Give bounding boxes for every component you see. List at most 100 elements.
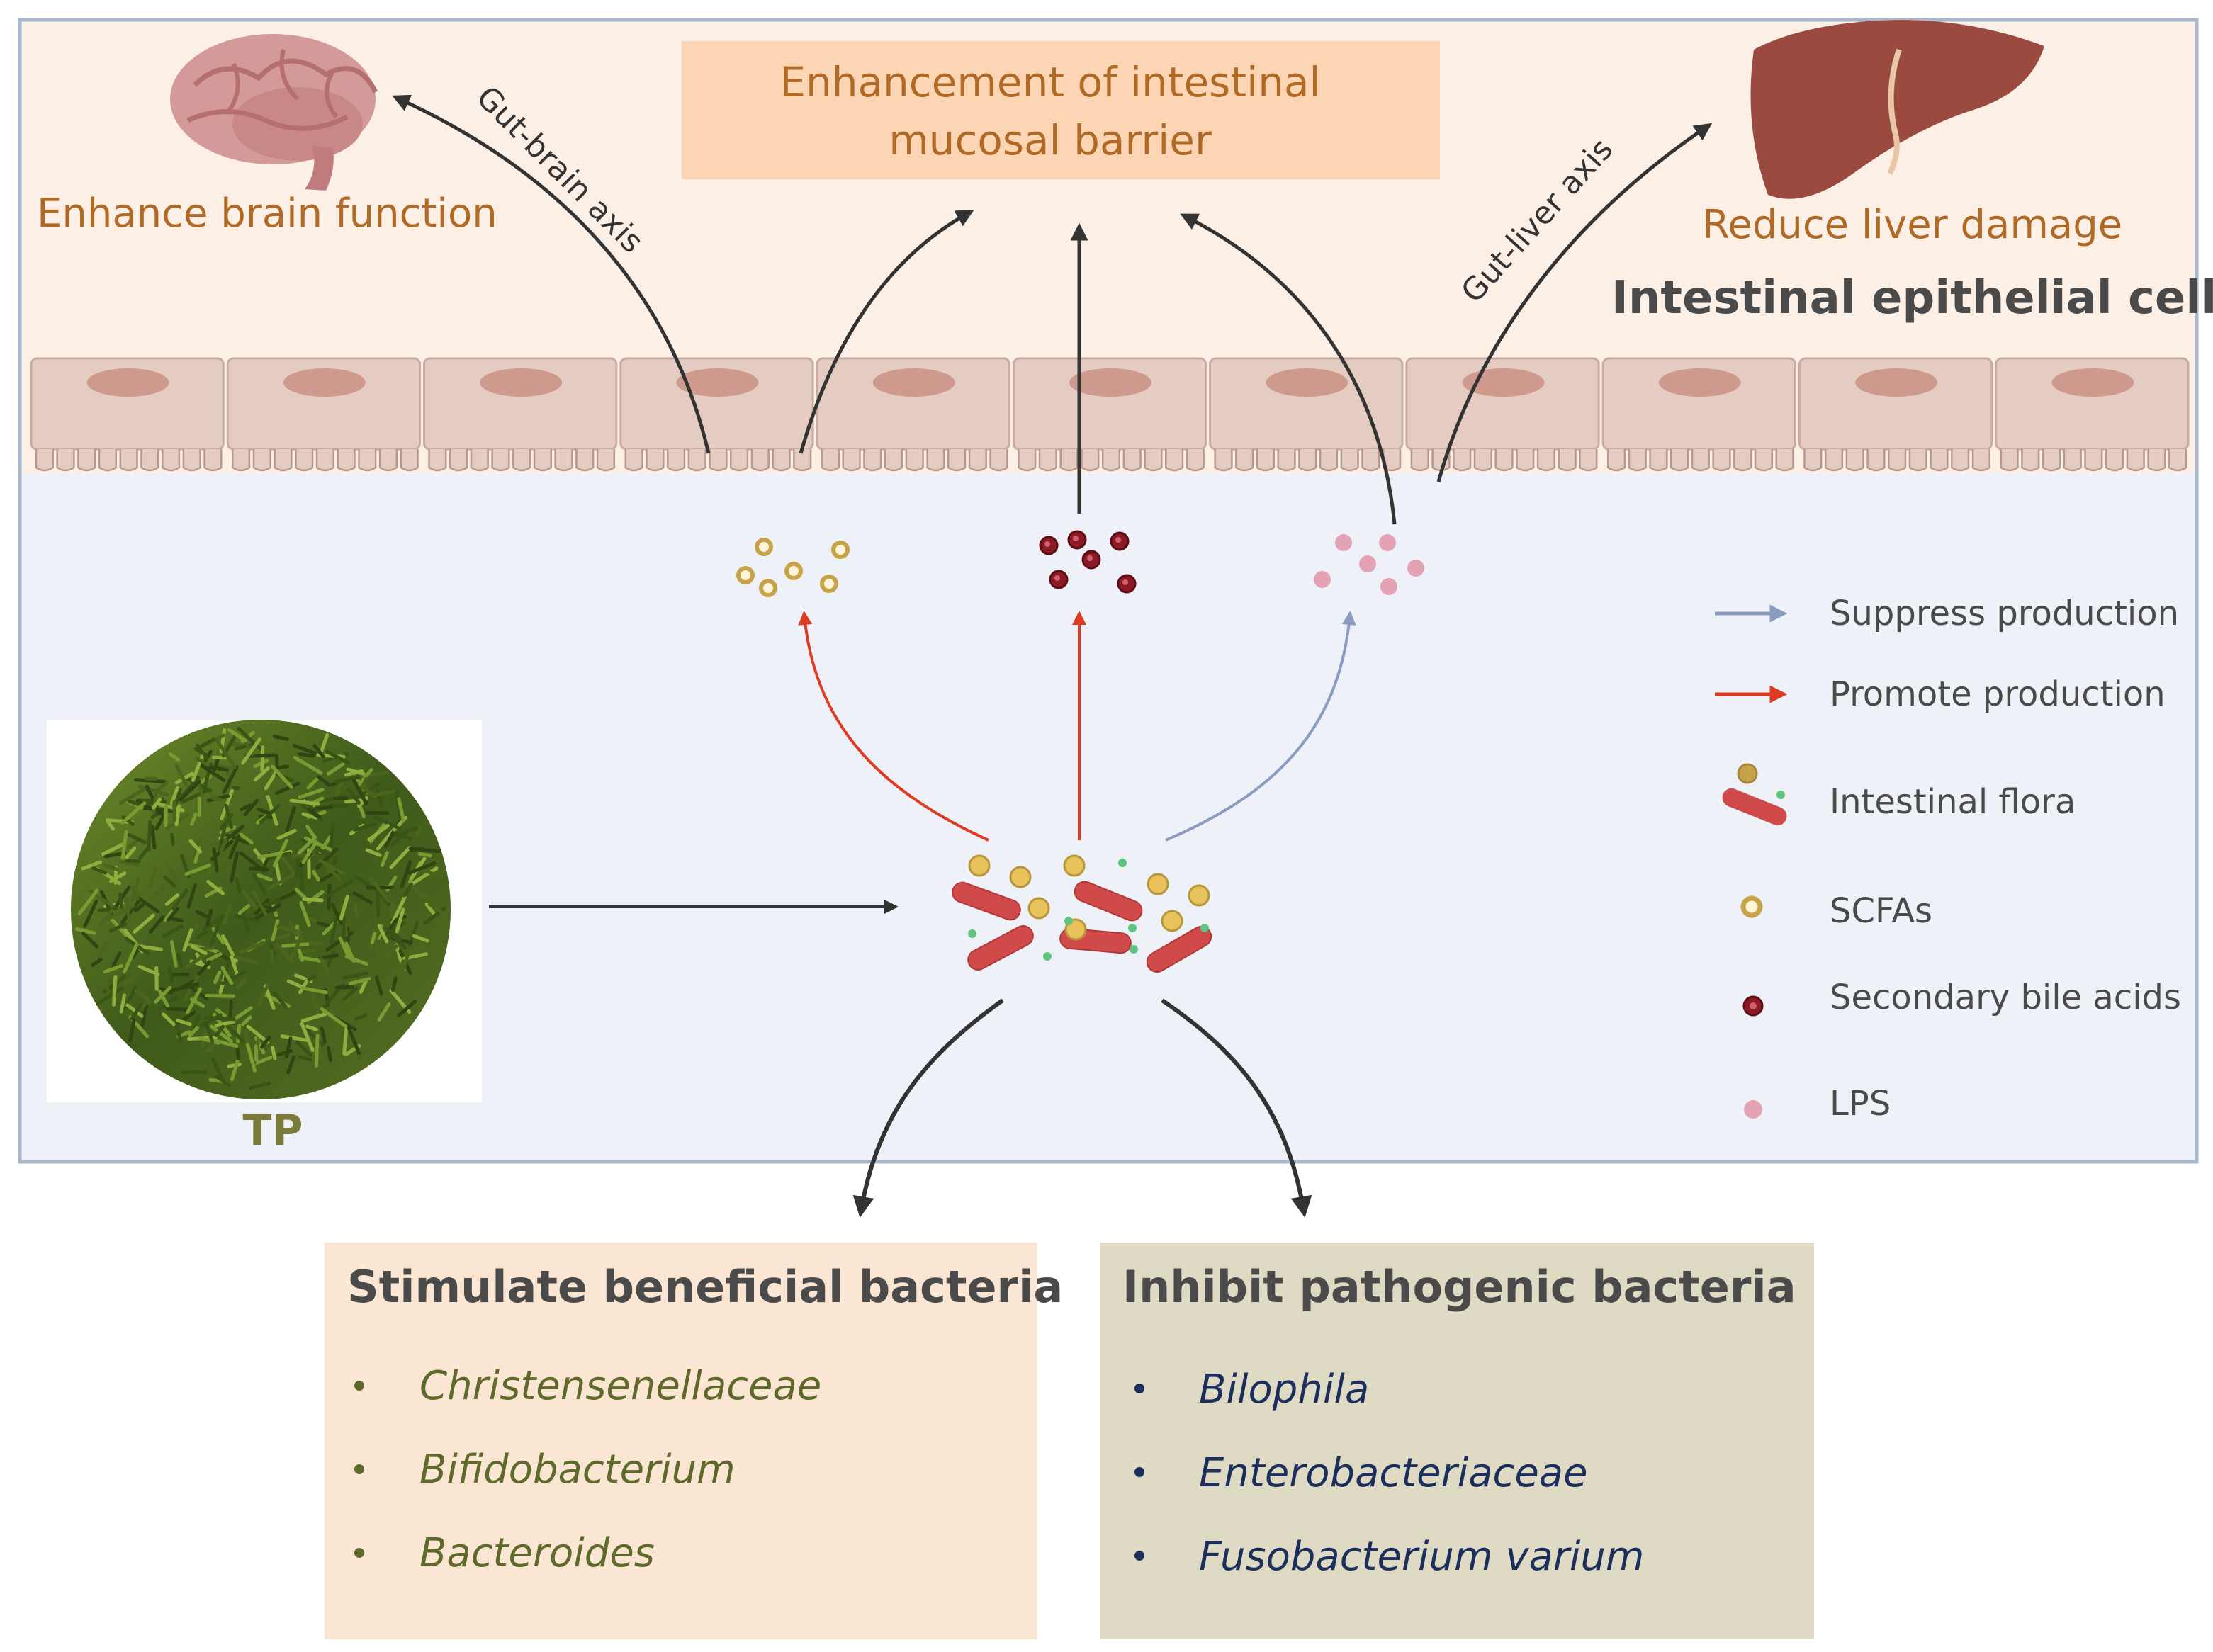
bacterium-rod [1074, 881, 1143, 922]
tea-strand [176, 952, 184, 968]
epithelial-cell [1995, 357, 2190, 472]
tea-strand [328, 821, 335, 854]
tea-strand [133, 778, 166, 783]
tea-strand [271, 1046, 277, 1060]
tea-strand [375, 786, 384, 807]
cell-nucleus [872, 368, 955, 397]
tea-strand [289, 798, 320, 806]
tea-strand [222, 765, 239, 794]
tea-strand [276, 764, 290, 770]
tea-strand [294, 888, 308, 900]
tea-strand [134, 988, 152, 1004]
tea-strand [118, 893, 124, 909]
tea-strand [171, 973, 189, 977]
tea-strand [190, 813, 198, 826]
tea-strand [369, 877, 390, 903]
tea-strand [280, 855, 297, 877]
tea-strand [228, 835, 241, 859]
tea-strand [148, 866, 157, 888]
epithelial-cell-layer [30, 357, 2190, 472]
tea-strand [299, 900, 311, 927]
lps-particle [1379, 534, 1396, 551]
tea-strand [320, 1026, 327, 1043]
tea-strand [209, 1024, 233, 1043]
tea-strand [169, 868, 182, 887]
tea-strand [257, 851, 283, 859]
epithelial-cell [423, 357, 618, 472]
bacterium-rod [952, 881, 1021, 921]
tea-strand [186, 987, 202, 1014]
cell-nucleus [1855, 368, 1938, 397]
liver-damage-label: Reduce liver damage [1702, 202, 2122, 248]
tea-strand [214, 1019, 235, 1028]
tea-strand [293, 756, 323, 775]
tea-strand [257, 873, 273, 882]
tea-strand [344, 954, 369, 966]
tea-strand [302, 897, 324, 903]
tea-strand [169, 786, 179, 805]
tea-strand [405, 883, 434, 903]
tea-strand [295, 1040, 312, 1057]
tea-strand [381, 944, 398, 962]
tea-strand [215, 1075, 231, 1087]
tea-strand [205, 1041, 218, 1053]
tea-strand [329, 917, 338, 944]
beneficial-arrow [852, 998, 1004, 1218]
cell-nucleus [86, 368, 169, 397]
tea-strand [101, 842, 126, 856]
scfa-particle [755, 538, 773, 556]
tea-strand [113, 885, 131, 909]
tea-strand [150, 825, 157, 850]
tea-strand [103, 851, 127, 859]
tea-strand [208, 916, 223, 948]
tea-strand [81, 932, 99, 949]
tea-strand [320, 956, 330, 975]
tea-strand [390, 830, 408, 847]
tea-strand [316, 1043, 335, 1073]
legend-bile-highlight [1750, 1002, 1757, 1009]
tea-strand [241, 888, 260, 913]
legend-flora-icon [1722, 763, 1787, 826]
cell-microvilli [1606, 449, 1794, 472]
beneficial-bullet-3 [354, 1548, 364, 1558]
tea-strand [271, 919, 280, 941]
tea-strand [182, 928, 193, 952]
tea-strand [348, 977, 371, 985]
legend-promote-label: Promote production [1830, 674, 2166, 714]
legend: Suppress production Promote production I… [1715, 594, 2181, 1124]
tea-strand [197, 960, 211, 976]
tea-strand [317, 921, 332, 928]
panel-border [18, 18, 2199, 1164]
tea-strand [139, 998, 150, 1032]
barrier-arrow-left [799, 210, 974, 454]
tea-strand [260, 745, 265, 772]
beneficial-item-1: Christensenellaceae [419, 1363, 821, 1409]
tea-strand [144, 776, 158, 781]
tea-strand [199, 763, 226, 782]
tea-strand [211, 1057, 224, 1081]
epithelial-cell [1798, 357, 1993, 472]
tea-strand [246, 1024, 270, 1044]
tea-strand [274, 861, 282, 886]
tea-strand [373, 887, 391, 907]
promote-scfa-arrow [798, 611, 989, 842]
bacterium-rod [967, 925, 1034, 971]
tea-strand [235, 1046, 240, 1060]
tea-strand [318, 953, 339, 961]
epithelial-cell [1012, 357, 1207, 472]
gut-brain-arrow [392, 94, 711, 454]
tea-strand [195, 910, 210, 920]
tea-strand [354, 875, 374, 890]
tea-strand [130, 885, 140, 897]
tea-strand [241, 1015, 252, 1026]
tea-strand [415, 825, 423, 839]
tea-strand [161, 1012, 176, 1026]
tea-strand [320, 985, 343, 1012]
scfa-particle [831, 541, 850, 559]
epithelial-cell [1601, 357, 1796, 472]
tea-strand [297, 948, 305, 962]
pathogenic-box: Inhibit pathogenic bacteria Bilophila En… [1100, 1243, 1814, 1639]
tea-strand [276, 1049, 293, 1057]
tea-strand [274, 753, 279, 768]
tea-strand [103, 963, 124, 974]
